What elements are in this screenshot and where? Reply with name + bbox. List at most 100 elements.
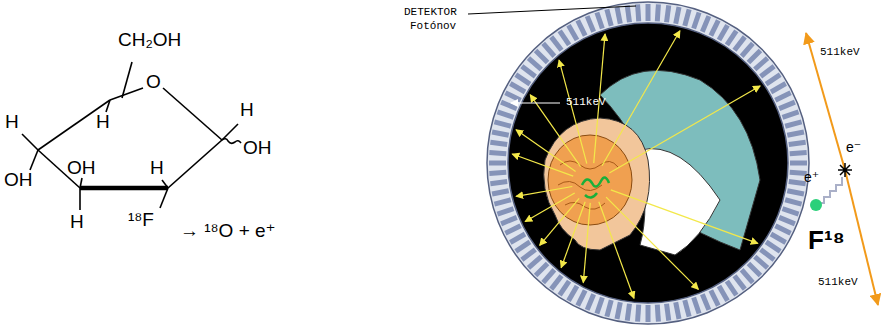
detector-segment bbox=[657, 4, 658, 21]
detector-segment bbox=[742, 43, 753, 56]
detector-segment bbox=[785, 122, 801, 126]
detector-segment bbox=[771, 234, 786, 243]
leader-line bbox=[468, 6, 636, 14]
photon-ray bbox=[516, 130, 576, 172]
atom-label: OH bbox=[243, 138, 272, 159]
detector-segment bbox=[494, 200, 510, 204]
detector-segment bbox=[543, 43, 554, 56]
detector-segment bbox=[489, 172, 506, 173]
atom-label: O bbox=[146, 72, 161, 93]
detector-segment bbox=[551, 276, 561, 289]
detector-segment bbox=[638, 305, 639, 322]
photon-ray bbox=[561, 202, 585, 268]
photon-ray bbox=[609, 86, 760, 173]
atom-label: ¹⁸F bbox=[128, 210, 154, 231]
atom-label: H bbox=[5, 112, 19, 133]
detector-segment bbox=[505, 93, 520, 101]
detector-segment bbox=[685, 300, 689, 316]
atom-label: H bbox=[150, 158, 164, 179]
detector-segment bbox=[522, 66, 535, 76]
detector-label: Fotónov bbox=[410, 20, 456, 32]
detector-segment bbox=[789, 142, 806, 144]
photon-ray bbox=[602, 31, 680, 166]
detector-segment bbox=[551, 37, 561, 50]
reaction-label: → ¹⁸O + e⁺ bbox=[180, 221, 276, 242]
detector-segment bbox=[748, 51, 760, 63]
detector-segment bbox=[719, 25, 728, 40]
detector-segment bbox=[522, 249, 535, 259]
detector-segment bbox=[657, 305, 658, 322]
detector-segment bbox=[782, 112, 798, 117]
fdg-molecule bbox=[22, 62, 241, 210]
photon-ray bbox=[525, 193, 574, 222]
detector-segment bbox=[719, 286, 728, 301]
detector-segment bbox=[779, 102, 795, 109]
photon-ray bbox=[512, 154, 573, 176]
detector-segment bbox=[646, 305, 651, 322]
detector-segment bbox=[775, 226, 790, 234]
detector-segment bbox=[685, 9, 689, 25]
detector-segment bbox=[505, 226, 520, 234]
detector-segment bbox=[727, 31, 736, 45]
detector-segment bbox=[761, 249, 774, 259]
detector-segment bbox=[510, 84, 525, 93]
energy-label: 511keV bbox=[818, 276, 858, 288]
detector-segment bbox=[490, 142, 507, 144]
detector-segment bbox=[694, 12, 699, 28]
energy-label: 511keV bbox=[566, 96, 606, 108]
detector-segment bbox=[528, 58, 541, 69]
detector-segment bbox=[766, 242, 780, 251]
group-label: CH₂OH bbox=[118, 30, 181, 51]
detector-segment bbox=[497, 209, 513, 214]
detector-segment bbox=[597, 12, 602, 28]
detector-segment bbox=[627, 5, 629, 22]
detector-segment bbox=[755, 257, 768, 268]
atom-label: OH bbox=[67, 158, 96, 179]
positron-path bbox=[818, 177, 842, 203]
annihilation-point bbox=[838, 163, 852, 177]
detector-segment bbox=[617, 7, 620, 24]
detector-segment bbox=[711, 290, 719, 305]
detector-segment bbox=[501, 217, 517, 224]
detector-segment bbox=[490, 182, 507, 184]
detector-segment bbox=[787, 191, 804, 194]
particle-label: e⁻ bbox=[846, 140, 861, 155]
detector-segment bbox=[742, 270, 753, 283]
detector-segment bbox=[528, 257, 541, 268]
detector-segment bbox=[779, 217, 795, 224]
detector-segment bbox=[494, 122, 510, 126]
detector-segment bbox=[790, 153, 807, 154]
detector-segment bbox=[748, 263, 760, 275]
isotope-label: F¹⁸ bbox=[808, 226, 845, 255]
photon-rays bbox=[512, 31, 760, 298]
detector-segment bbox=[627, 304, 629, 321]
atom-label: H bbox=[70, 212, 84, 233]
detector-segment bbox=[560, 31, 569, 45]
detector-segment bbox=[569, 25, 578, 40]
detector-segment bbox=[489, 153, 506, 154]
detector-segment bbox=[782, 209, 798, 214]
detector-segment bbox=[667, 5, 669, 22]
detector-segment bbox=[497, 112, 513, 117]
detector-label: DETEKTOR bbox=[404, 6, 457, 18]
detector-segment bbox=[790, 161, 807, 166]
detector-segment bbox=[727, 281, 736, 295]
detector-segment bbox=[755, 58, 768, 69]
detector-segment bbox=[646, 4, 651, 21]
energy-label: 511keV bbox=[820, 46, 860, 58]
detector-segment bbox=[578, 20, 586, 35]
photon-ray bbox=[540, 198, 579, 245]
detector-segment bbox=[734, 276, 744, 289]
photon-ray bbox=[606, 197, 698, 289]
detector-segment bbox=[543, 270, 554, 283]
detector-segment bbox=[789, 182, 806, 184]
detector-segment bbox=[578, 290, 586, 305]
detector-segment bbox=[607, 300, 611, 316]
detector-segment bbox=[560, 281, 569, 295]
detector-segment bbox=[702, 16, 709, 32]
detector-segment bbox=[694, 297, 699, 313]
detector-segment bbox=[711, 20, 719, 35]
detector-segment bbox=[617, 302, 620, 319]
detector-segments bbox=[489, 4, 807, 322]
